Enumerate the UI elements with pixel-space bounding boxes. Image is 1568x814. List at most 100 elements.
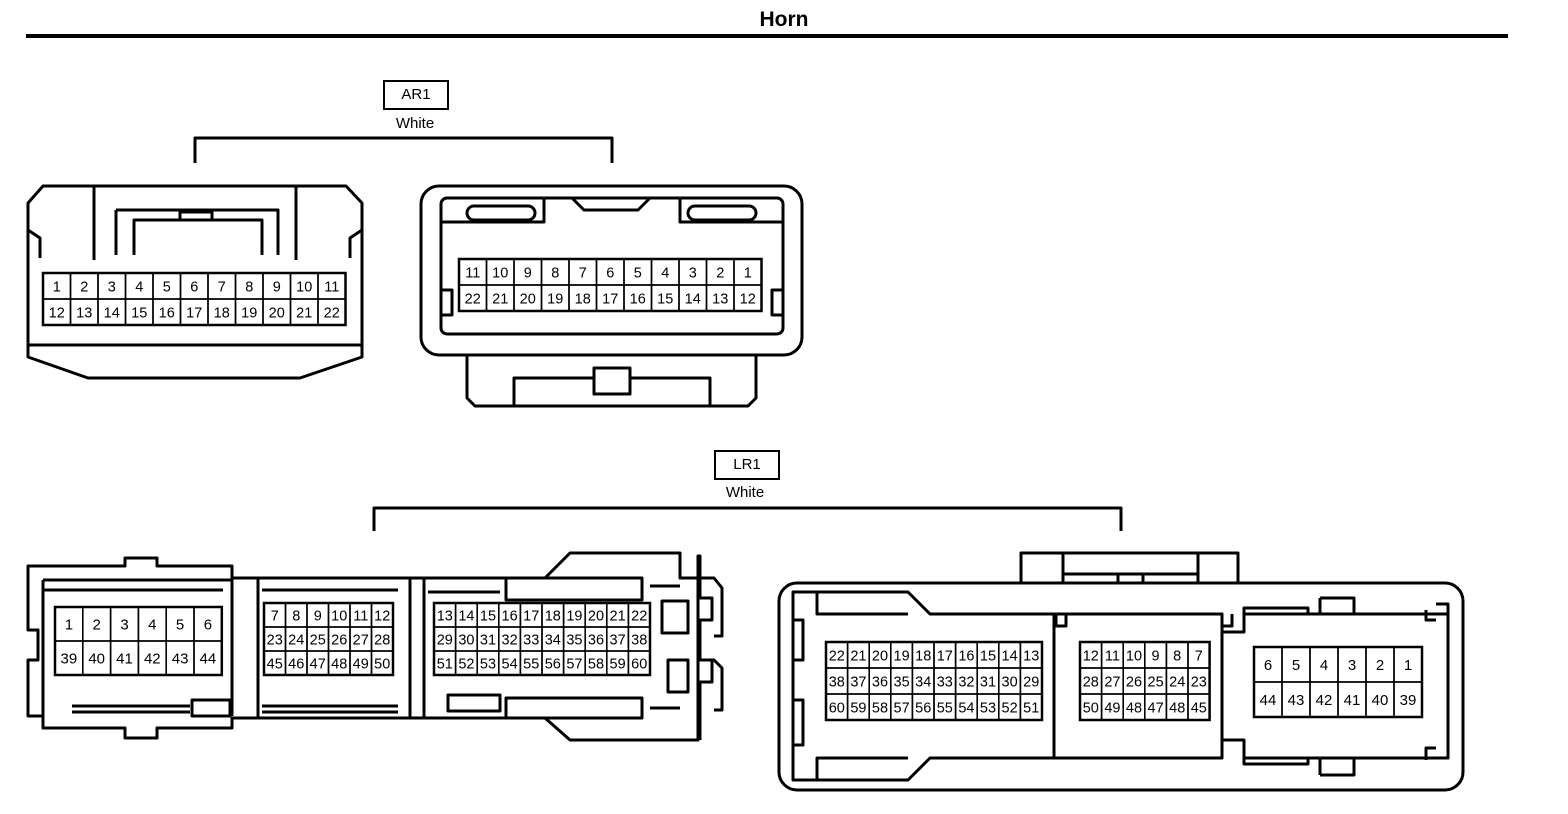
pin-number: 13: [437, 609, 453, 625]
pin-number: 7: [579, 266, 587, 282]
pin-cell: [317, 298, 347, 326]
pin-number: 19: [894, 649, 910, 665]
pin-number: 39: [1400, 692, 1417, 709]
pin-number: 14: [458, 609, 474, 625]
pin-number: 33: [523, 633, 539, 649]
pin-number: 22: [631, 609, 647, 625]
pin-number: 36: [872, 675, 888, 691]
pin-number: 9: [273, 280, 281, 296]
pin-number: 15: [657, 292, 673, 308]
pin-number: 25: [310, 633, 326, 649]
pin-number: 3: [1348, 657, 1356, 674]
pin-number: 21: [850, 649, 866, 665]
pin-number: 22: [465, 292, 481, 308]
pin-number: 5: [163, 280, 171, 296]
pin-number: 7: [271, 609, 279, 625]
connector-color-lr1: White: [725, 484, 765, 501]
pin-number: 35: [894, 675, 910, 691]
pin-number: 3: [120, 617, 128, 634]
pin-number: 41: [1344, 692, 1361, 709]
pin-number: 47: [1148, 701, 1164, 717]
pin-number: 49: [1104, 701, 1120, 717]
pin-number: 58: [588, 657, 604, 673]
pin-number: 19: [547, 292, 563, 308]
pin-number: 17: [186, 306, 202, 322]
pin-number: 1: [53, 280, 61, 296]
pin-number: 49: [353, 657, 369, 673]
pin-number: 10: [296, 280, 312, 296]
pin-number: 23: [267, 633, 283, 649]
pin-number: 8: [551, 266, 559, 282]
pin-number: 60: [631, 657, 647, 673]
pin-number: 6: [204, 617, 212, 634]
pin-number: 32: [958, 675, 974, 691]
pin-number: 11: [324, 280, 339, 296]
pin-number: 19: [241, 306, 257, 322]
pin-number: 21: [296, 306, 312, 322]
pin-number: 20: [269, 306, 285, 322]
pin-number: 31: [480, 633, 496, 649]
pin-number: 31: [980, 675, 996, 691]
pin-number: 23: [1191, 675, 1207, 691]
pin-number: 45: [1191, 701, 1207, 717]
connector-label-ar1: AR1: [383, 80, 449, 110]
pin-number: 8: [245, 280, 253, 296]
pin-number: 28: [374, 633, 390, 649]
pin-number: 43: [1288, 692, 1305, 709]
pin-number: 7: [1195, 649, 1203, 665]
pin-number: 20: [588, 609, 604, 625]
pin-number: 9: [314, 609, 322, 625]
page-title: Horn: [759, 8, 809, 31]
pin-number: 44: [1260, 692, 1277, 709]
pin-number: 16: [630, 292, 646, 308]
pin-number: 51: [1023, 701, 1039, 717]
pin-number: 24: [288, 633, 304, 649]
pin-number: 50: [1083, 701, 1099, 717]
pin-number: 2: [93, 617, 101, 634]
pin-number: 34: [915, 675, 931, 691]
pin-number: 39: [61, 651, 78, 668]
pin-number: 56: [545, 657, 561, 673]
pin-number: 21: [492, 292, 508, 308]
pin-number: 55: [523, 657, 539, 673]
pin-number: 57: [894, 701, 910, 717]
pin-number: 8: [292, 609, 300, 625]
pin-number: 1: [744, 266, 752, 282]
lr1-left-housing: [26, 551, 724, 742]
pin-number: 43: [172, 651, 189, 668]
pin-cell: [627, 650, 651, 676]
pin-number: 2: [80, 280, 88, 296]
pin-number: 45: [267, 657, 283, 673]
pin-number: 59: [850, 701, 866, 717]
pin-number: 17: [602, 292, 618, 308]
pin-cell: [1393, 681, 1423, 718]
pin-number: 37: [850, 675, 866, 691]
lr1-bracket: [372, 506, 1123, 531]
pin-number: 15: [131, 306, 147, 322]
pin-number: 48: [331, 657, 347, 673]
pin-number: 50: [374, 657, 390, 673]
pin-number: 40: [88, 651, 105, 668]
pin-number: 2: [1376, 657, 1384, 674]
pin-number: 18: [545, 609, 561, 625]
pin-cell: [193, 640, 223, 676]
pin-cell: [370, 650, 394, 676]
pin-number: 60: [829, 701, 845, 717]
pin-number: 5: [634, 266, 642, 282]
pin-number: 54: [958, 701, 974, 717]
pin-cell: [1019, 693, 1043, 721]
pin-number: 11: [465, 266, 480, 282]
pin-number: 47: [310, 657, 326, 673]
pin-number: 53: [980, 701, 996, 717]
pin-number: 11: [1105, 649, 1120, 665]
pin-number: 9: [1152, 649, 1160, 665]
pin-number: 14: [104, 306, 120, 322]
pin-number: 56: [915, 701, 931, 717]
pin-number: 26: [1126, 675, 1142, 691]
pin-number: 29: [437, 633, 453, 649]
pin-number: 52: [1002, 701, 1018, 717]
